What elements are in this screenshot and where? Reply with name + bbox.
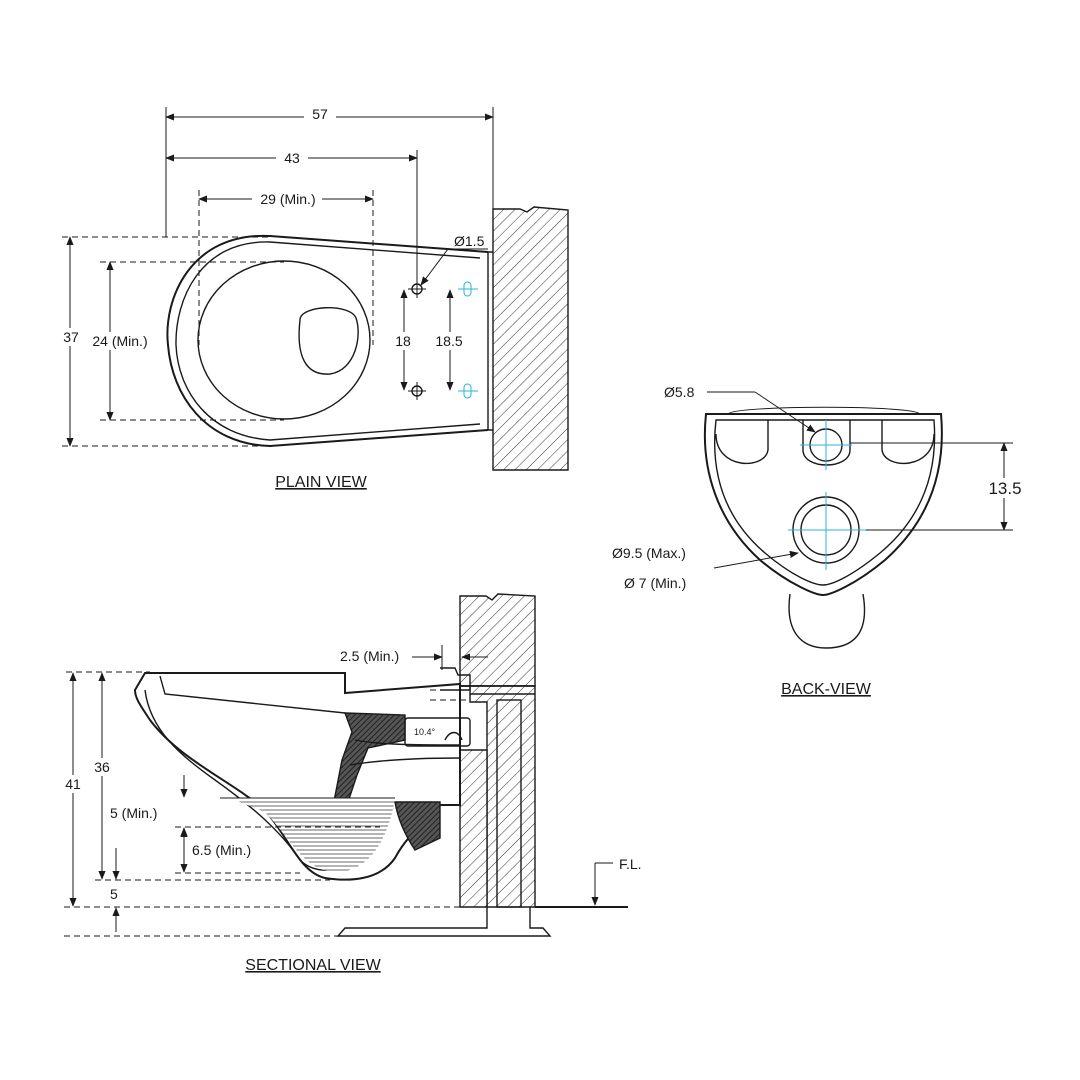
- dim-hole-spacing-a: 18: [395, 333, 411, 349]
- dim-rim-gap: 2.5 (Min.): [340, 648, 399, 664]
- plain-view-inner-bowl: [197, 260, 371, 420]
- dim-bottom: 5: [110, 886, 118, 902]
- plain-view: 57 43 29 (Min.) Ø1.5 37 24 (Min.) 18: [60, 104, 569, 491]
- sectional-view-water: [230, 798, 395, 873]
- dim-inlet-diameter: Ø5.8: [664, 384, 695, 400]
- dim-total-height: 41: [65, 776, 81, 792]
- dim-outlet-min: Ø 7 (Min.): [624, 575, 686, 591]
- dim-fixing-length: 43: [284, 150, 300, 166]
- plain-view-outlet: [298, 307, 359, 375]
- dim-outlet-max: Ø9.5 (Max.): [612, 545, 686, 561]
- sectional-view-wall: [459, 593, 536, 687]
- back-view-outline: [703, 413, 943, 597]
- dim-angle: 10.4°: [414, 727, 436, 737]
- sectional-view-title: SECTIONAL VIEW: [245, 957, 381, 974]
- plain-view-title: PLAIN VIEW: [275, 474, 367, 491]
- sectional-view-base-plate: [336, 907, 552, 937]
- plain-view-bowl-outline: [166, 234, 489, 448]
- dim-water-depth: 5 (Min.): [110, 805, 157, 821]
- plain-view-wall: [492, 206, 569, 471]
- dim-hole-diameter: Ø1.5: [454, 233, 485, 249]
- plain-view-inner-rim: [175, 241, 481, 441]
- dim-min-width: 24 (Min.): [92, 333, 147, 349]
- dim-rim-height: 36: [94, 759, 110, 775]
- dim-inlet-offset: 13.5: [988, 479, 1021, 498]
- back-view: Ø5.8 13.5 Ø9.5 (Max.) Ø 7 (Min.) BACK-VI…: [612, 384, 1022, 698]
- dim-hole-spacing-b: 18.5: [435, 333, 462, 349]
- dim-overall-width: 37: [63, 329, 79, 345]
- dim-min-length: 29 (Min.): [260, 191, 315, 207]
- dim-seal-depth: 6.5 (Min.): [192, 842, 251, 858]
- dim-overall-length: 57: [312, 106, 328, 122]
- floor-level-label: F.L.: [619, 856, 642, 872]
- back-view-title: BACK-VIEW: [781, 681, 872, 698]
- sectional-view: 10.4° 2.5 (Min.) 41 36 5 (Min.) 6.5 (Min…: [62, 593, 642, 974]
